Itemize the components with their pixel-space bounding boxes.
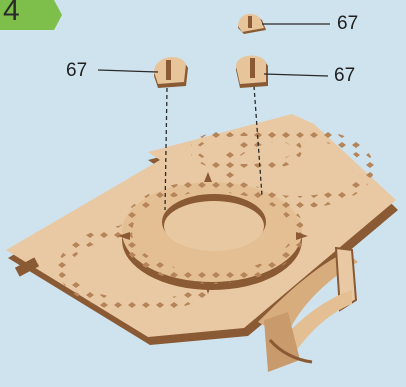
- part-67-right: [236, 56, 268, 88]
- part-number-callout-right: 67: [334, 66, 355, 86]
- part-number-callout-top: 67: [337, 14, 358, 34]
- callout-leader-left: [98, 70, 158, 72]
- part-67-left: [154, 57, 188, 88]
- step-badge: 4: [0, 0, 62, 30]
- callout-leader-right: [264, 74, 328, 76]
- part-67-top: [238, 14, 266, 34]
- part-number-callout-left: 67: [66, 61, 87, 81]
- step-number: 4: [3, 0, 20, 26]
